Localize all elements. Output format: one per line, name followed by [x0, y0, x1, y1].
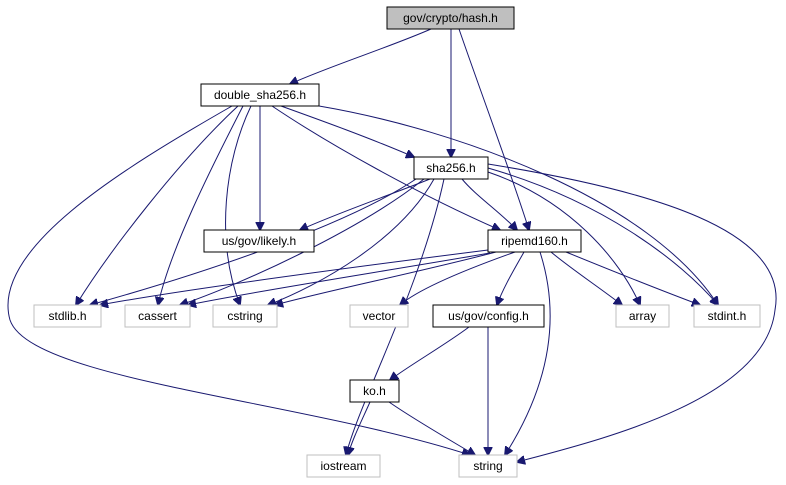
edge-double_sha256-to-cassert: [158, 105, 244, 305]
node-ko-h[interactable]: ko.h: [349, 379, 400, 403]
node-label-iostream: iostream: [320, 459, 366, 473]
node-cassert: cassert: [124, 304, 191, 328]
node-label-likely: us/gov/likely.h: [222, 234, 296, 248]
node-stdint-h: stdint.h: [693, 304, 761, 328]
edge-ripemd160-to-array: [550, 251, 622, 305]
node-label-cassert: cassert: [138, 309, 177, 323]
edge-double_sha256-to-stdlib: [76, 105, 239, 305]
node-label-ripemd160: ripemd160.h: [501, 234, 568, 248]
edge-ripemd160-to-stdint: [565, 251, 700, 305]
node-label-sha256: sha256.h: [426, 161, 475, 175]
edge-ripemd160-to-cstring: [275, 251, 497, 305]
node-label-hash: gov/crypto/hash.h: [403, 11, 498, 25]
node-label-stdint: stdint.h: [708, 309, 747, 323]
edge-sha256-to-likely: [300, 178, 431, 230]
edge-double_sha256-to-stdint: [318, 105, 718, 305]
edge-double_sha256-to-cstring: [225, 105, 252, 305]
edge-double_sha256-to-ripemd160: [271, 105, 500, 230]
node-array: array: [615, 304, 670, 328]
node-string: string: [458, 454, 518, 478]
edge-hash-to-double_sha256: [290, 28, 432, 84]
node-label-cstring: cstring: [227, 309, 262, 323]
edge-sha256-to-iostream: [346, 178, 445, 455]
edge-double_sha256-to-string: [7, 105, 470, 455]
edge-ripemd160-to-cassert: [188, 252, 491, 305]
edge-config-to-ko: [390, 326, 470, 380]
edge-ripemd160-to-vector: [400, 251, 516, 305]
edge-ko-to-iostream: [348, 401, 371, 455]
edge-ripemd160-to-stdlib: [100, 249, 489, 305]
node-us-gov-likely-h[interactable]: us/gov/likely.h: [203, 229, 315, 253]
edge-sha256-to-cassert: [180, 178, 425, 305]
edge-hash-to-ripemd160: [458, 28, 529, 230]
node-iostream: iostream: [306, 454, 381, 478]
edge-ko-to-string: [388, 401, 475, 455]
node-cstring: cstring: [212, 304, 278, 328]
node-ripemd160-h[interactable]: ripemd160.h: [487, 229, 582, 253]
edge-sha256-to-stdint: [487, 167, 718, 305]
node-label-string: string: [473, 459, 502, 473]
edge-double_sha256-to-sha256: [280, 105, 414, 157]
node-label-double-sha256: double_sha256.h: [214, 88, 306, 102]
edge-ripemd160-to-string: [505, 251, 551, 455]
node-label-array: array: [629, 309, 656, 323]
edge-sha256-to-string: [487, 163, 777, 462]
node-stdlib-h: stdlib.h: [33, 304, 102, 328]
edge-sha256-to-cstring: [268, 178, 435, 305]
node-label-ko: ko.h: [363, 384, 386, 398]
node-label-vector: vector: [363, 309, 396, 323]
node-label-config: us/gov/config.h: [448, 309, 529, 323]
node-sha256-h[interactable]: sha256.h: [413, 156, 489, 180]
node-label-stdlib: stdlib.h: [48, 309, 86, 323]
node-us-gov-config-h[interactable]: us/gov/config.h: [432, 304, 545, 328]
node-vector: vector: [349, 304, 409, 328]
node-double-sha256-h[interactable]: double_sha256.h: [200, 83, 320, 107]
edge-ripemd160-to-config: [497, 251, 525, 305]
edge-sha256-to-ripemd160: [461, 178, 517, 230]
edge-sha256-to-array: [487, 171, 640, 305]
node-gov-crypto-hash-h[interactable]: gov/crypto/hash.h: [386, 6, 515, 30]
